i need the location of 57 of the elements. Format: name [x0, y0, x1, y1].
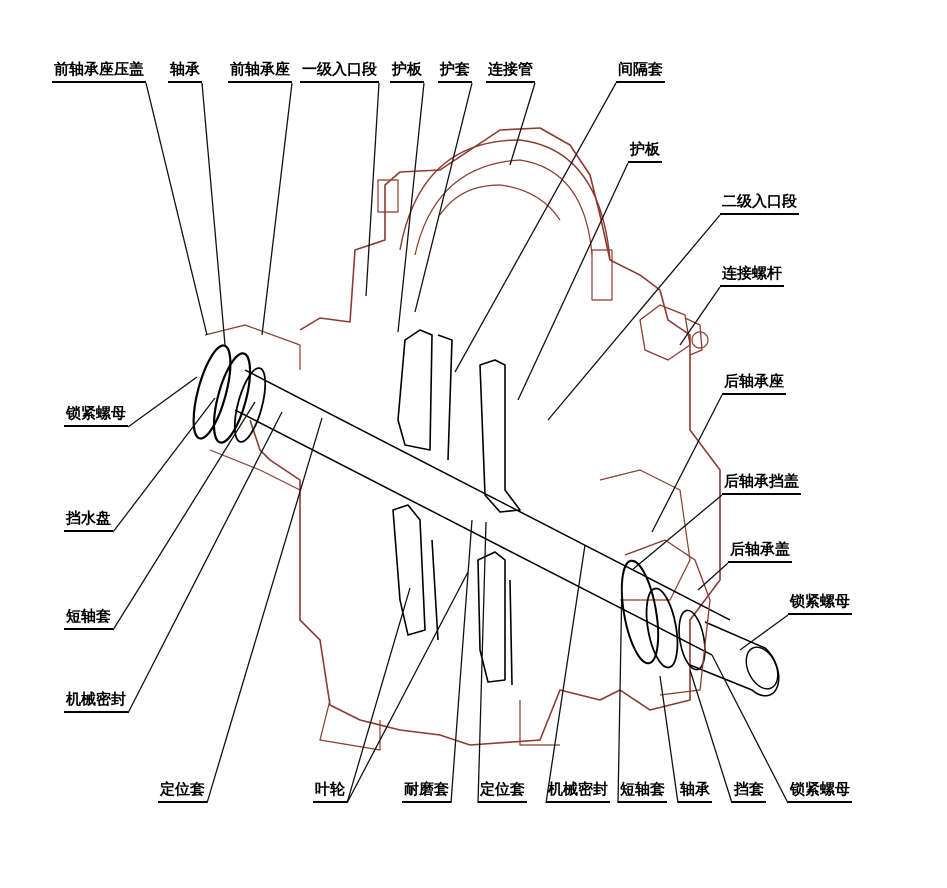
- leader-line: [261, 82, 293, 336]
- leader-line: [548, 214, 720, 420]
- part-label: 前轴承座: [228, 58, 292, 83]
- part-label: 锁紧螺母: [788, 778, 852, 803]
- part-label: 轴承: [168, 58, 202, 83]
- leader-line: [201, 82, 226, 346]
- leader-line: [740, 614, 788, 651]
- part-label: 短轴套: [64, 605, 113, 630]
- part-label: 锁紧螺母: [788, 590, 852, 615]
- leader-line: [517, 162, 629, 400]
- part-label: 护套: [438, 58, 472, 83]
- leader-line: [659, 676, 679, 804]
- leader-line: [112, 398, 216, 532]
- leader-line: [206, 418, 323, 804]
- part-label: 一级入口段: [300, 58, 379, 83]
- leader-line: [450, 520, 473, 804]
- leader-line: [145, 82, 208, 336]
- part-label: 定位套: [478, 778, 527, 803]
- part-label: 护板: [628, 138, 662, 163]
- part-label: 连接螺杆: [720, 262, 784, 287]
- part-label: 短轴套: [618, 778, 667, 803]
- leader-line: [414, 82, 473, 312]
- leader-line: [632, 494, 722, 570]
- part-label: 后轴承座: [722, 370, 786, 395]
- part-label: 耐磨套: [402, 778, 451, 803]
- leader-line: [397, 82, 425, 332]
- leader-line: [711, 654, 789, 804]
- part-label: 挡套: [732, 778, 766, 803]
- part-label: 叶轮: [313, 778, 347, 803]
- leader-line: [454, 82, 617, 372]
- part-label: 前轴承座压盖: [52, 58, 146, 83]
- leader-line: [112, 402, 256, 630]
- leader-line: [477, 522, 487, 804]
- leader-line: [128, 376, 198, 428]
- part-label: 连接管: [486, 58, 535, 83]
- part-label: 后轴承挡盖: [722, 470, 801, 495]
- leader-line: [346, 572, 469, 804]
- part-label: 间隔套: [616, 58, 665, 83]
- leader-line: [346, 588, 411, 804]
- part-label: 机械密封: [64, 688, 128, 713]
- part-label: 后轴承盖: [728, 538, 792, 563]
- leader-line: [545, 544, 586, 804]
- leader-line: [617, 580, 623, 804]
- leader-line: [689, 670, 733, 804]
- part-label: 挡水盘: [64, 507, 113, 532]
- leader-line: [679, 286, 721, 346]
- part-label: 二级入口段: [720, 190, 799, 215]
- leader-line: [365, 82, 380, 296]
- part-label: 轴承: [678, 778, 712, 803]
- leader-line: [509, 82, 536, 166]
- part-label: 机械密封: [546, 778, 610, 803]
- leader-line: [651, 394, 723, 532]
- part-label: 锁紧螺母: [64, 402, 128, 427]
- part-label: 定位套: [158, 778, 207, 803]
- part-label: 护板: [390, 58, 424, 83]
- leader-line: [127, 412, 283, 714]
- leader-line: [698, 562, 728, 590]
